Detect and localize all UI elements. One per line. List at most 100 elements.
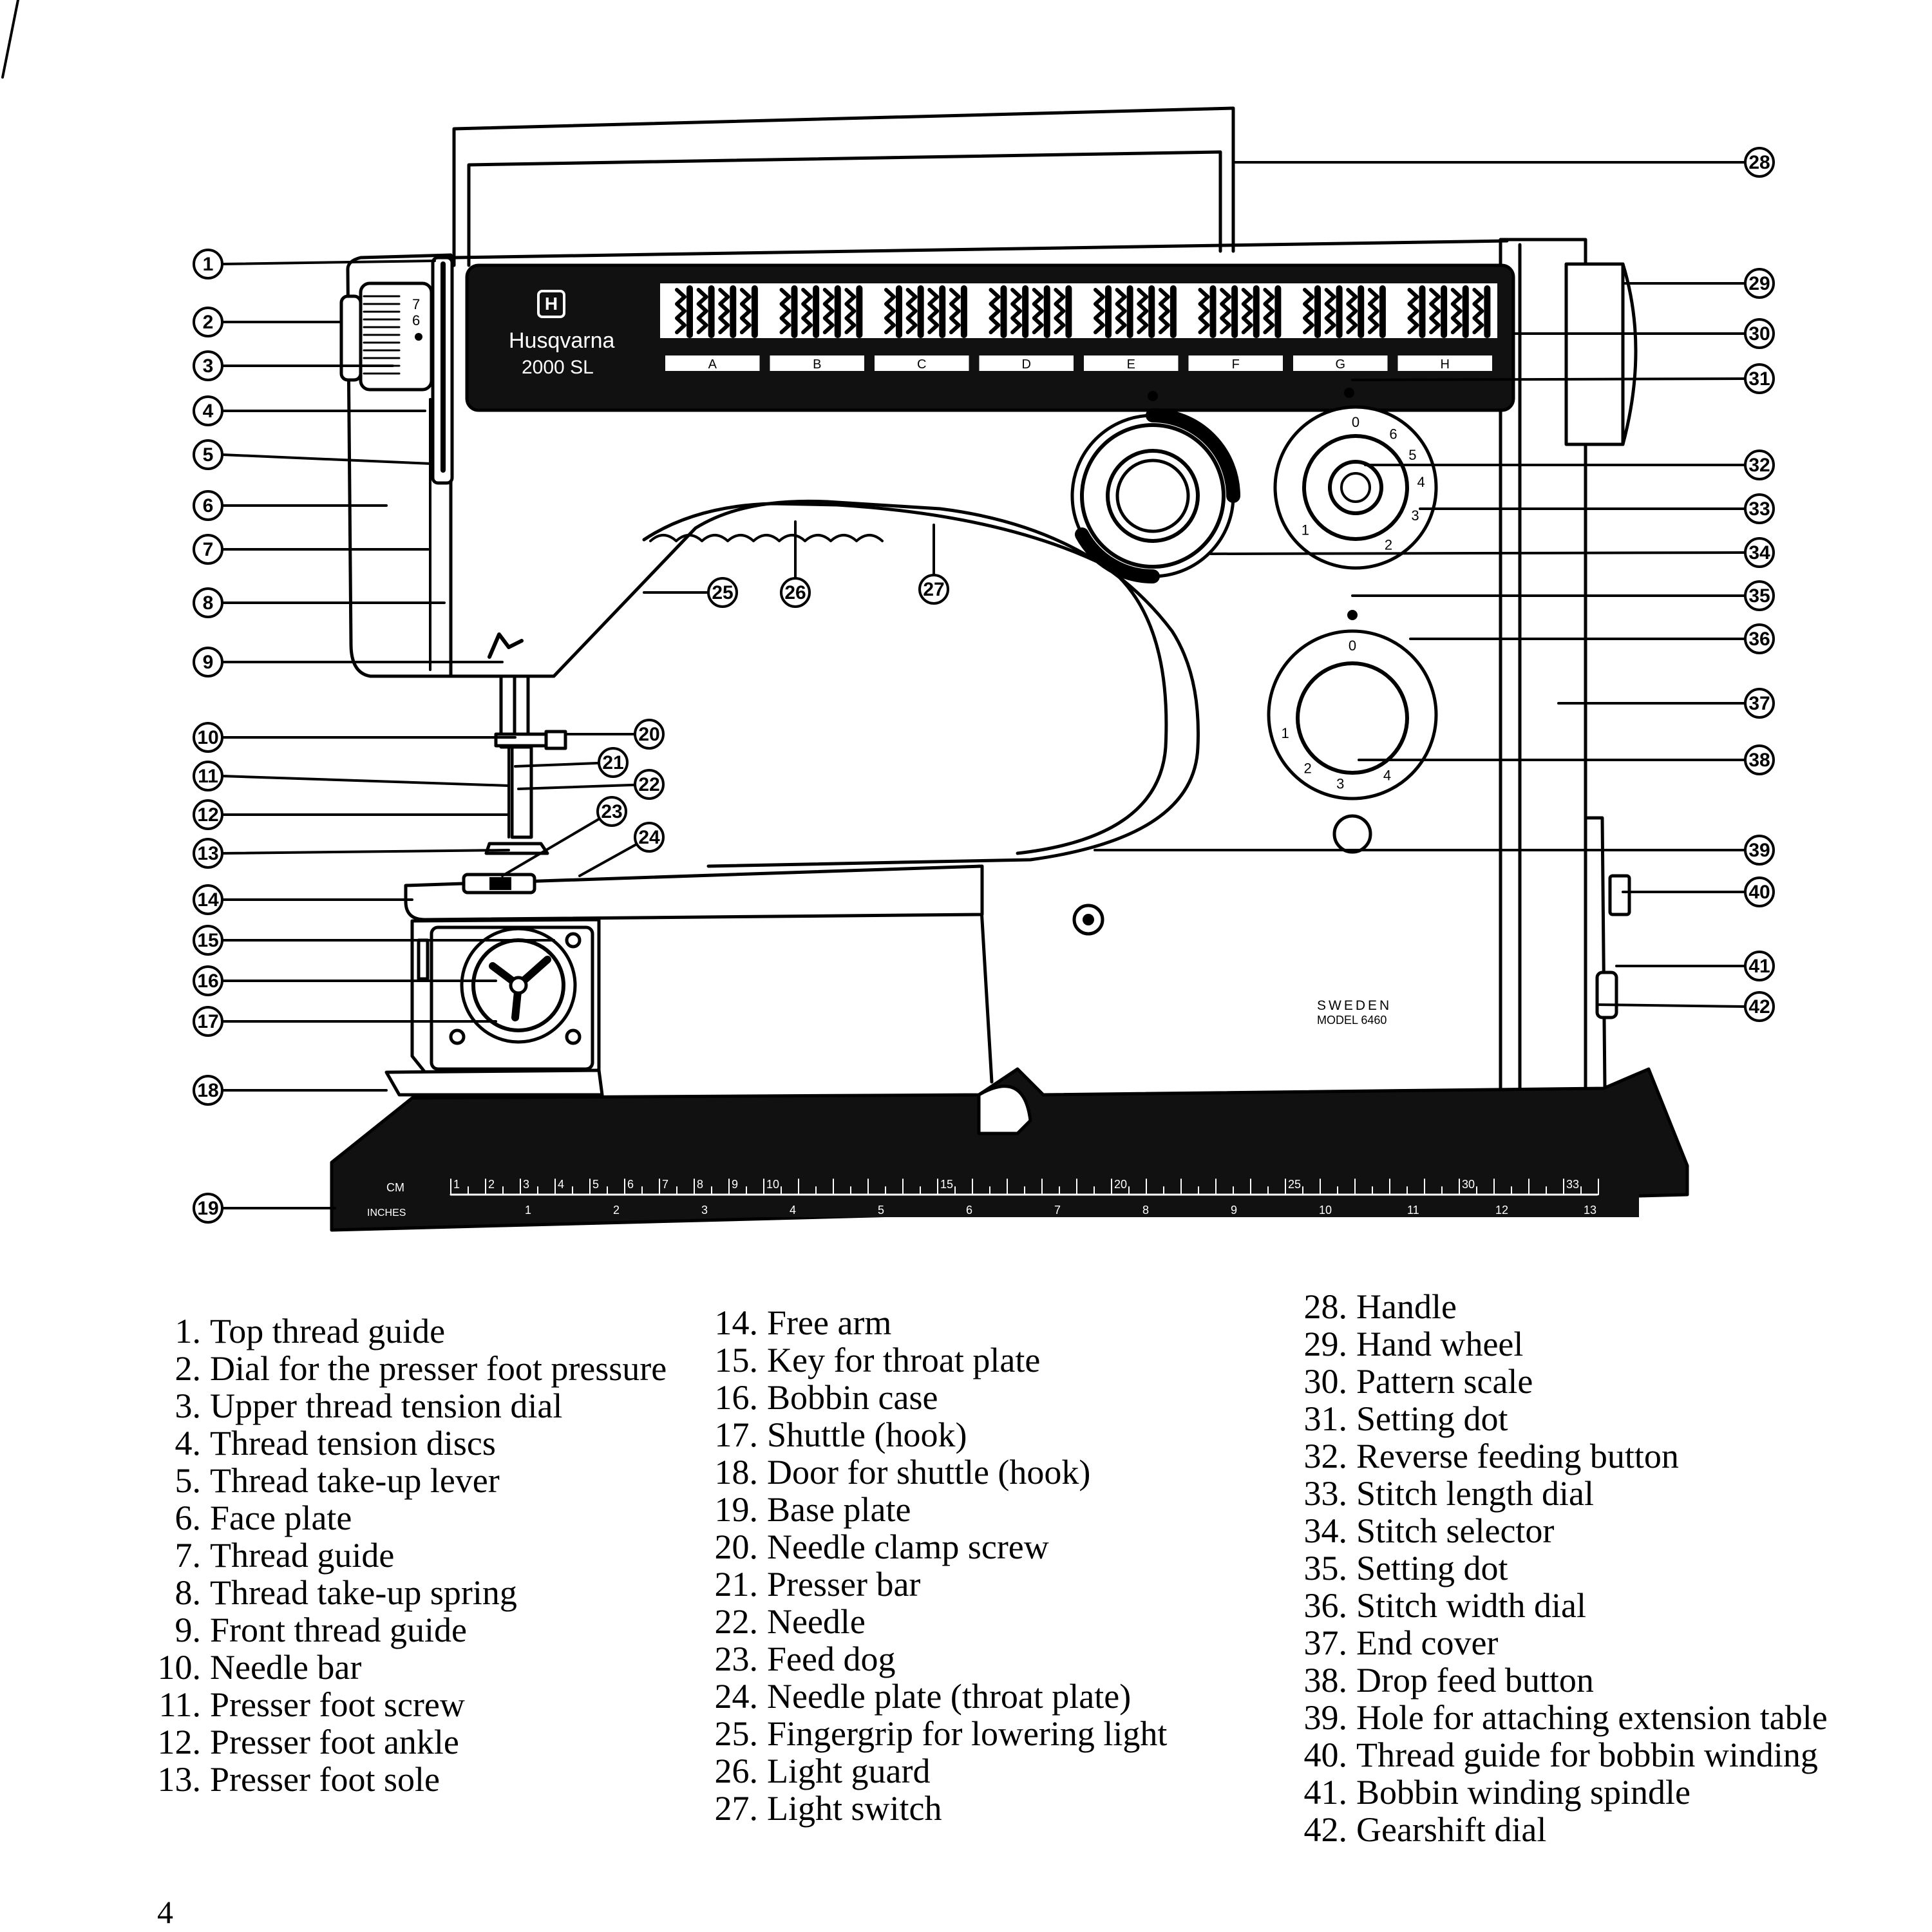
stitch-length-number: 0 [1352, 414, 1359, 430]
legend-text: Hole for attaching extension table [1356, 1698, 1828, 1737]
legend-number: 7. [175, 1536, 202, 1575]
callout-1: 1 [193, 249, 223, 279]
callout-17: 17 [193, 1006, 223, 1037]
take-up-lever [429, 256, 524, 671]
legend-item: 41.Bobbin winding spindle [1294, 1774, 1913, 1811]
legend-text: Bobbin winding spindle [1356, 1773, 1691, 1812]
legend-number: 42. [1303, 1810, 1348, 1849]
callout-number: 8 [203, 592, 214, 614]
legend-number: 36. [1303, 1586, 1348, 1625]
legend-number: 15. [714, 1341, 759, 1379]
pattern-group-label: G [1335, 357, 1345, 372]
legend-number: 12. [157, 1723, 202, 1761]
stitch-pattern-symbol [1054, 288, 1066, 334]
ruler-cm-number: 4 [558, 1178, 564, 1191]
ruler-cm-number: 7 [662, 1178, 668, 1191]
pattern-group-label: D [1022, 357, 1031, 372]
country-label: SWEDEN [1317, 998, 1392, 1013]
callout-number: 26 [784, 582, 806, 603]
legend-text: Top thread guide [210, 1312, 446, 1350]
legend-text: Light switch [767, 1789, 942, 1828]
legend-number: 20. [714, 1528, 759, 1566]
legend-number: 11. [158, 1685, 202, 1724]
callout-40: 40 [1744, 876, 1775, 907]
legend-text: Thread tension discs [210, 1424, 496, 1463]
callout-number: 34 [1748, 542, 1770, 564]
callout-4: 4 [193, 395, 223, 426]
legend-text: Stitch length dial [1356, 1474, 1594, 1513]
callout-8: 8 [193, 587, 223, 618]
legend-number: 18. [714, 1453, 759, 1492]
stitch-length-number: 2 [1385, 536, 1392, 553]
callout-number: 2 [203, 312, 214, 333]
ruler-cm-label: CM [386, 1181, 404, 1194]
callout-number: 6 [203, 495, 214, 516]
legend-number: 40. [1303, 1736, 1348, 1774]
leader-line [501, 810, 613, 877]
ruler-cm-number: 20 [1114, 1178, 1127, 1191]
legend-number: 30. [1303, 1362, 1348, 1401]
callouts: 1234567891011121314151617181920212223242… [193, 147, 1775, 1224]
ruler-cm-number: 10 [766, 1178, 779, 1191]
machine-body [346, 238, 1607, 1092]
legend-text: Needle bar [210, 1648, 362, 1687]
pattern-group-box [1188, 355, 1283, 371]
pattern-group-label: H [1441, 357, 1450, 372]
callout-number: 7 [203, 539, 214, 560]
callout-number: 22 [638, 774, 659, 795]
stitch-length-number: 6 [1389, 426, 1397, 442]
callout-number: 1 [203, 254, 214, 275]
legend-text: Needle [767, 1602, 866, 1641]
ruler-cm-number: 33 [1566, 1178, 1579, 1191]
stitch-pattern-symbol [718, 288, 730, 334]
legend-number: 17. [714, 1416, 759, 1454]
callout-28: 28 [1744, 147, 1775, 178]
legend-number: 13. [157, 1760, 202, 1799]
ruler-inch-number: 1 [525, 1204, 531, 1217]
callout-22: 22 [634, 769, 665, 800]
legend-item: 23.Feed dog [705, 1640, 1259, 1678]
scan-mark [1, 0, 19, 79]
callout-number: 23 [601, 801, 622, 822]
callout-15: 15 [193, 925, 223, 956]
ruler-cm-number: 30 [1462, 1178, 1475, 1191]
ruler-inch-number: 8 [1142, 1204, 1149, 1217]
callout-number: 24 [638, 827, 660, 848]
ruler-inch-number: 9 [1231, 1204, 1237, 1217]
ruler-inch-number: 3 [701, 1204, 708, 1217]
leader-line [1351, 377, 1747, 381]
stitch-pattern-symbol [1429, 288, 1441, 334]
legend-item: 12.Presser foot ankle [148, 1723, 702, 1761]
callout-number: 33 [1748, 498, 1770, 520]
pattern-group-box [1084, 355, 1179, 371]
callout-number: 17 [197, 1011, 218, 1032]
callout-number: 20 [638, 724, 659, 745]
ruler-cm-number: 2 [488, 1178, 495, 1191]
legend-number: 35. [1303, 1549, 1348, 1587]
stitch-pattern-symbol [1158, 288, 1170, 334]
legend-number: 5. [175, 1461, 202, 1500]
legend-number: 21. [714, 1565, 759, 1604]
legend-item: 20.Needle clamp screw [705, 1528, 1259, 1566]
legend-item: 5.Thread take-up lever [148, 1462, 702, 1499]
stitch-pattern-symbol [1407, 288, 1419, 334]
pattern-group-label: C [917, 357, 926, 372]
callout-number: 4 [203, 401, 214, 422]
legend-number: 39. [1303, 1698, 1348, 1737]
legend-number: 1. [175, 1312, 202, 1350]
legend-text: Bobbin case [767, 1378, 938, 1417]
legend-item: 35.Setting dot [1294, 1549, 1913, 1587]
legend-item: 19.Base plate [705, 1491, 1259, 1528]
legend-item: 1.Top thread guide [148, 1312, 702, 1350]
needle-assembly [484, 674, 567, 855]
legend-item: 29.Hand wheel [1294, 1325, 1913, 1363]
callout-18: 18 [193, 1075, 223, 1106]
legend-text: Upper thread tension dial [210, 1387, 563, 1425]
callout-10: 10 [193, 722, 223, 753]
legend-number: 28. [1303, 1287, 1348, 1326]
callout-36: 36 [1744, 623, 1775, 654]
